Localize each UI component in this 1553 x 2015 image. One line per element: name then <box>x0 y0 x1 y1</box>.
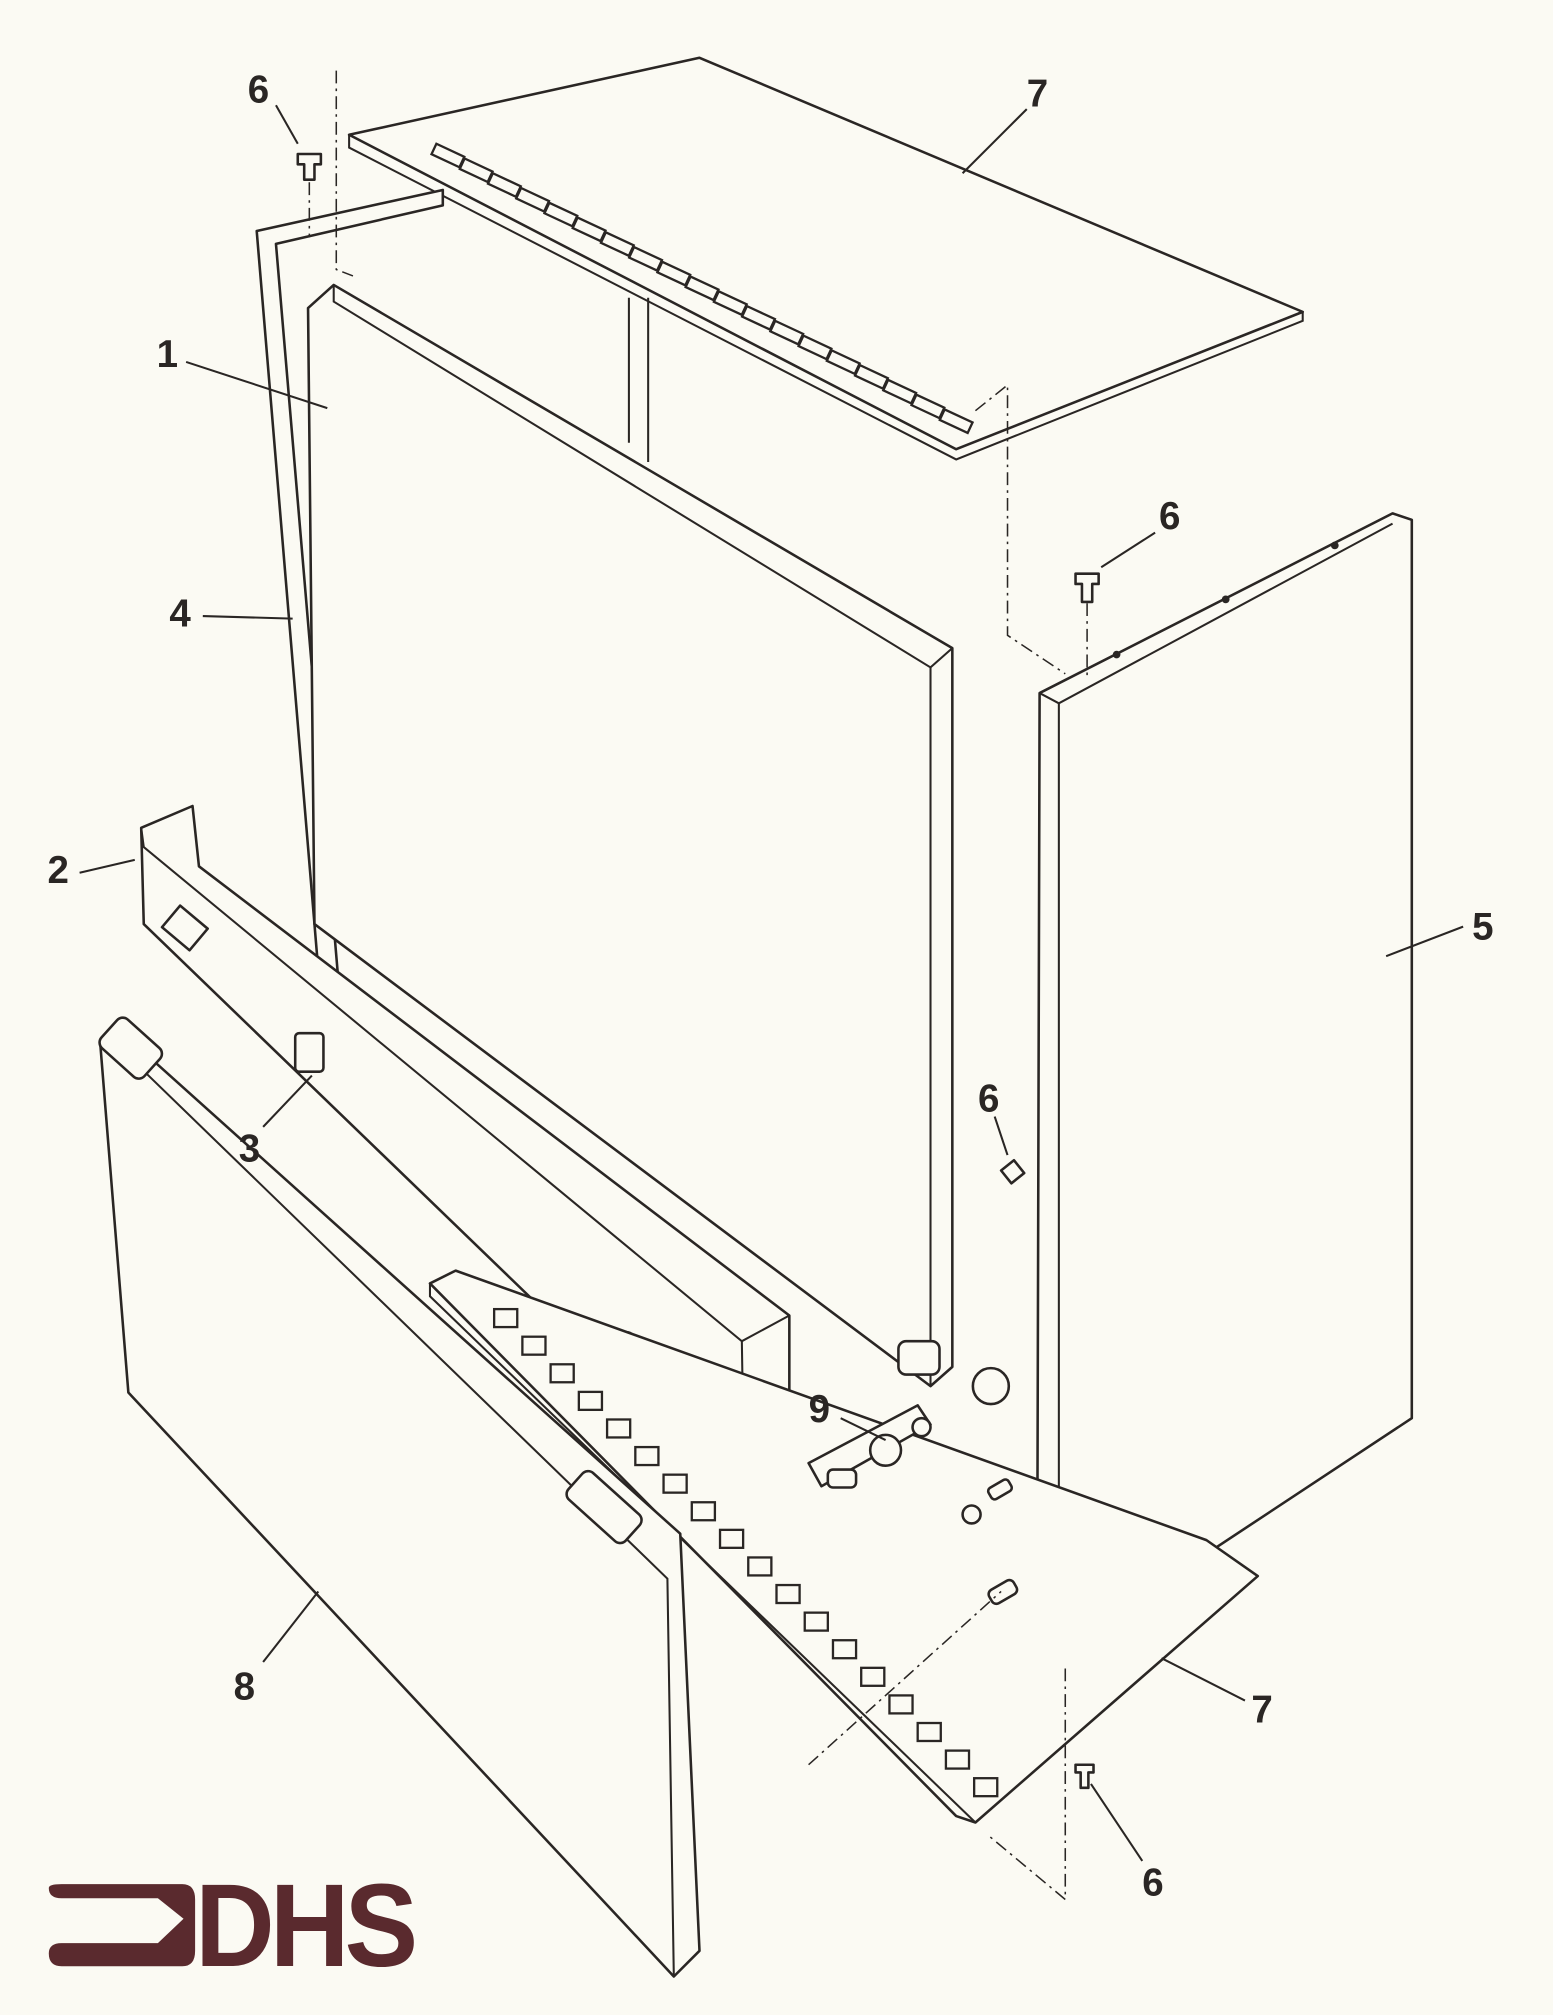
vent-slot <box>662 1473 688 1494</box>
callout-6: 6 <box>1159 495 1180 538</box>
vent-slot <box>521 1335 547 1356</box>
vent-slot <box>938 407 975 435</box>
vent-slot <box>944 1749 971 1770</box>
callout-8: 8 <box>234 1665 255 1708</box>
vent-slot <box>577 1390 604 1412</box>
leader-lines <box>79 104 1464 1862</box>
vent-slot <box>831 1639 858 1660</box>
right-side-panel <box>1035 512 1414 1657</box>
logo-text: DHS <box>195 1860 414 1992</box>
callout-6: 6 <box>1142 1862 1163 1905</box>
vent-slot <box>775 1583 801 1605</box>
vent-slot <box>492 1307 519 1329</box>
callout-2: 2 <box>48 849 69 892</box>
callout-7: 7 <box>1251 1688 1272 1731</box>
vent-slot <box>803 1611 829 1632</box>
screws <box>296 152 1100 1902</box>
callout-1: 1 <box>157 333 178 376</box>
vent-slot <box>860 1666 886 1687</box>
front-door-panel <box>98 1016 701 1978</box>
dhs-logo: DHS <box>48 1860 420 1992</box>
callout-6: 6 <box>978 1077 999 1120</box>
callout-5: 5 <box>1472 905 1493 948</box>
mounting-bracket-hardware <box>807 1366 1019 1606</box>
vent-slot <box>605 1418 632 1439</box>
vent-slot <box>747 1556 773 1577</box>
vent-slot <box>972 1777 999 1798</box>
main-chassis <box>306 283 954 1388</box>
callout-4: 4 <box>169 592 191 635</box>
vent-slot <box>916 1721 942 1743</box>
callout-3: 3 <box>239 1128 260 1171</box>
vent-slot <box>718 1528 745 1549</box>
vent-slot <box>549 1363 575 1384</box>
callout-7: 7 <box>1027 73 1048 116</box>
bottom-cover <box>428 1269 1260 1824</box>
top-cover <box>347 56 1304 461</box>
callout-9: 9 <box>809 1388 830 1431</box>
vent-slot <box>888 1694 914 1715</box>
callout-6: 6 <box>248 69 269 112</box>
vent-slot <box>634 1445 660 1467</box>
vent-slot <box>690 1501 717 1522</box>
